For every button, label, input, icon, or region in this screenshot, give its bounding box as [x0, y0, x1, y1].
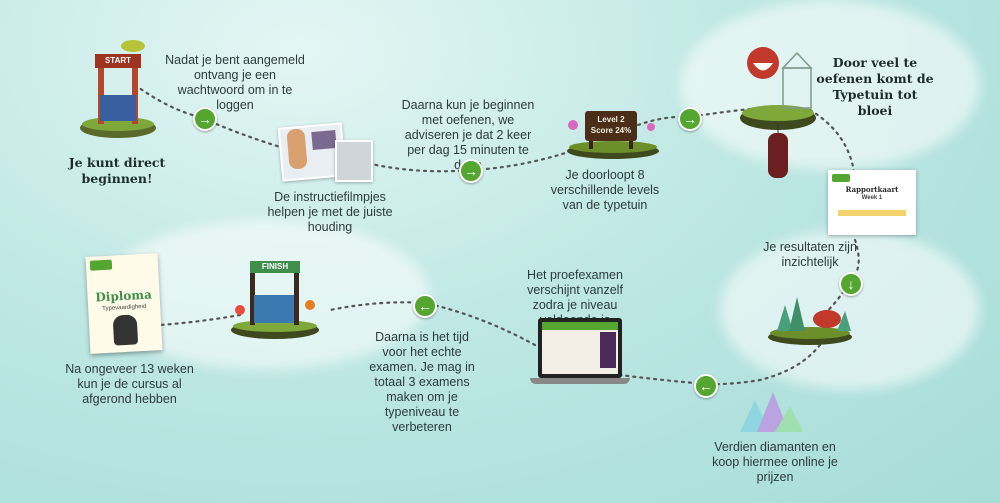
- bloom-caption: Door veel te oefenen komt de Typetuin to…: [816, 55, 934, 118]
- step-9-text: Na ongeveer 13 weken kun je de cursus al…: [65, 362, 194, 406]
- arrow-left-icon: ←: [413, 294, 437, 318]
- monster-icon: [112, 314, 139, 346]
- cloud: [680, 0, 980, 170]
- step-4-text: Je doorloopt 8 verschillende levels van …: [550, 168, 660, 212]
- start-caption: Je kunt direct beginnen!: [68, 155, 166, 186]
- diploma-title: Diploma: [95, 287, 153, 305]
- logo-icon: [89, 259, 113, 271]
- arrow-down-icon: ↓: [839, 272, 863, 296]
- level-number: Level 2: [597, 115, 625, 124]
- start-island: START: [78, 40, 158, 145]
- step-8-text: Daarna is het tijd voor het echte examen…: [369, 330, 475, 434]
- diploma-card: Diploma Typevaardigheid: [85, 253, 163, 354]
- arrow-right-icon: →: [459, 159, 483, 183]
- step-1-text: Nadat je bent aangemeld ontvang je een w…: [165, 53, 305, 112]
- tree-island: [765, 285, 855, 347]
- step-6-text: Verdien diamanten en koop hiermee online…: [712, 440, 838, 484]
- level-score: Score 24%: [590, 126, 632, 135]
- start-sign: START: [104, 56, 132, 65]
- report-progress-bar: [838, 210, 906, 216]
- diploma-subtitle: Typevaardigheid: [102, 303, 147, 313]
- level-island: Level 2 Score 24%: [563, 103, 663, 163]
- report-week: Week 1: [861, 195, 883, 201]
- report-card: Rapportkaart Week 1: [828, 170, 916, 235]
- report-title: Rapportkaart: [845, 185, 899, 194]
- arrow-left-icon: ←: [694, 374, 718, 398]
- bloom-island: [738, 38, 818, 188]
- step-2-text: De instructiefilmpjes helpen je met de j…: [267, 190, 393, 234]
- logo-icon: [832, 174, 850, 182]
- arrow-right-icon: →: [678, 107, 702, 131]
- finish-island: FINISH: [228, 255, 323, 340]
- exam-laptop-image: [530, 318, 630, 390]
- step-3-text: Daarna kun je beginnen met oefenen, we a…: [401, 98, 535, 172]
- instruction-video-image: [277, 122, 373, 182]
- step-5-text: Je resultaten zijn inzichtelijk: [763, 240, 857, 269]
- finish-sign: FINISH: [261, 262, 289, 271]
- step-7-text: Het proefexamen verschijnt vanzelf zodra…: [527, 268, 623, 327]
- level-sign: Level 2 Score 24%: [585, 114, 637, 136]
- arrow-right-icon: →: [193, 107, 217, 131]
- diamonds-image: [735, 390, 805, 435]
- cloud: [720, 230, 980, 390]
